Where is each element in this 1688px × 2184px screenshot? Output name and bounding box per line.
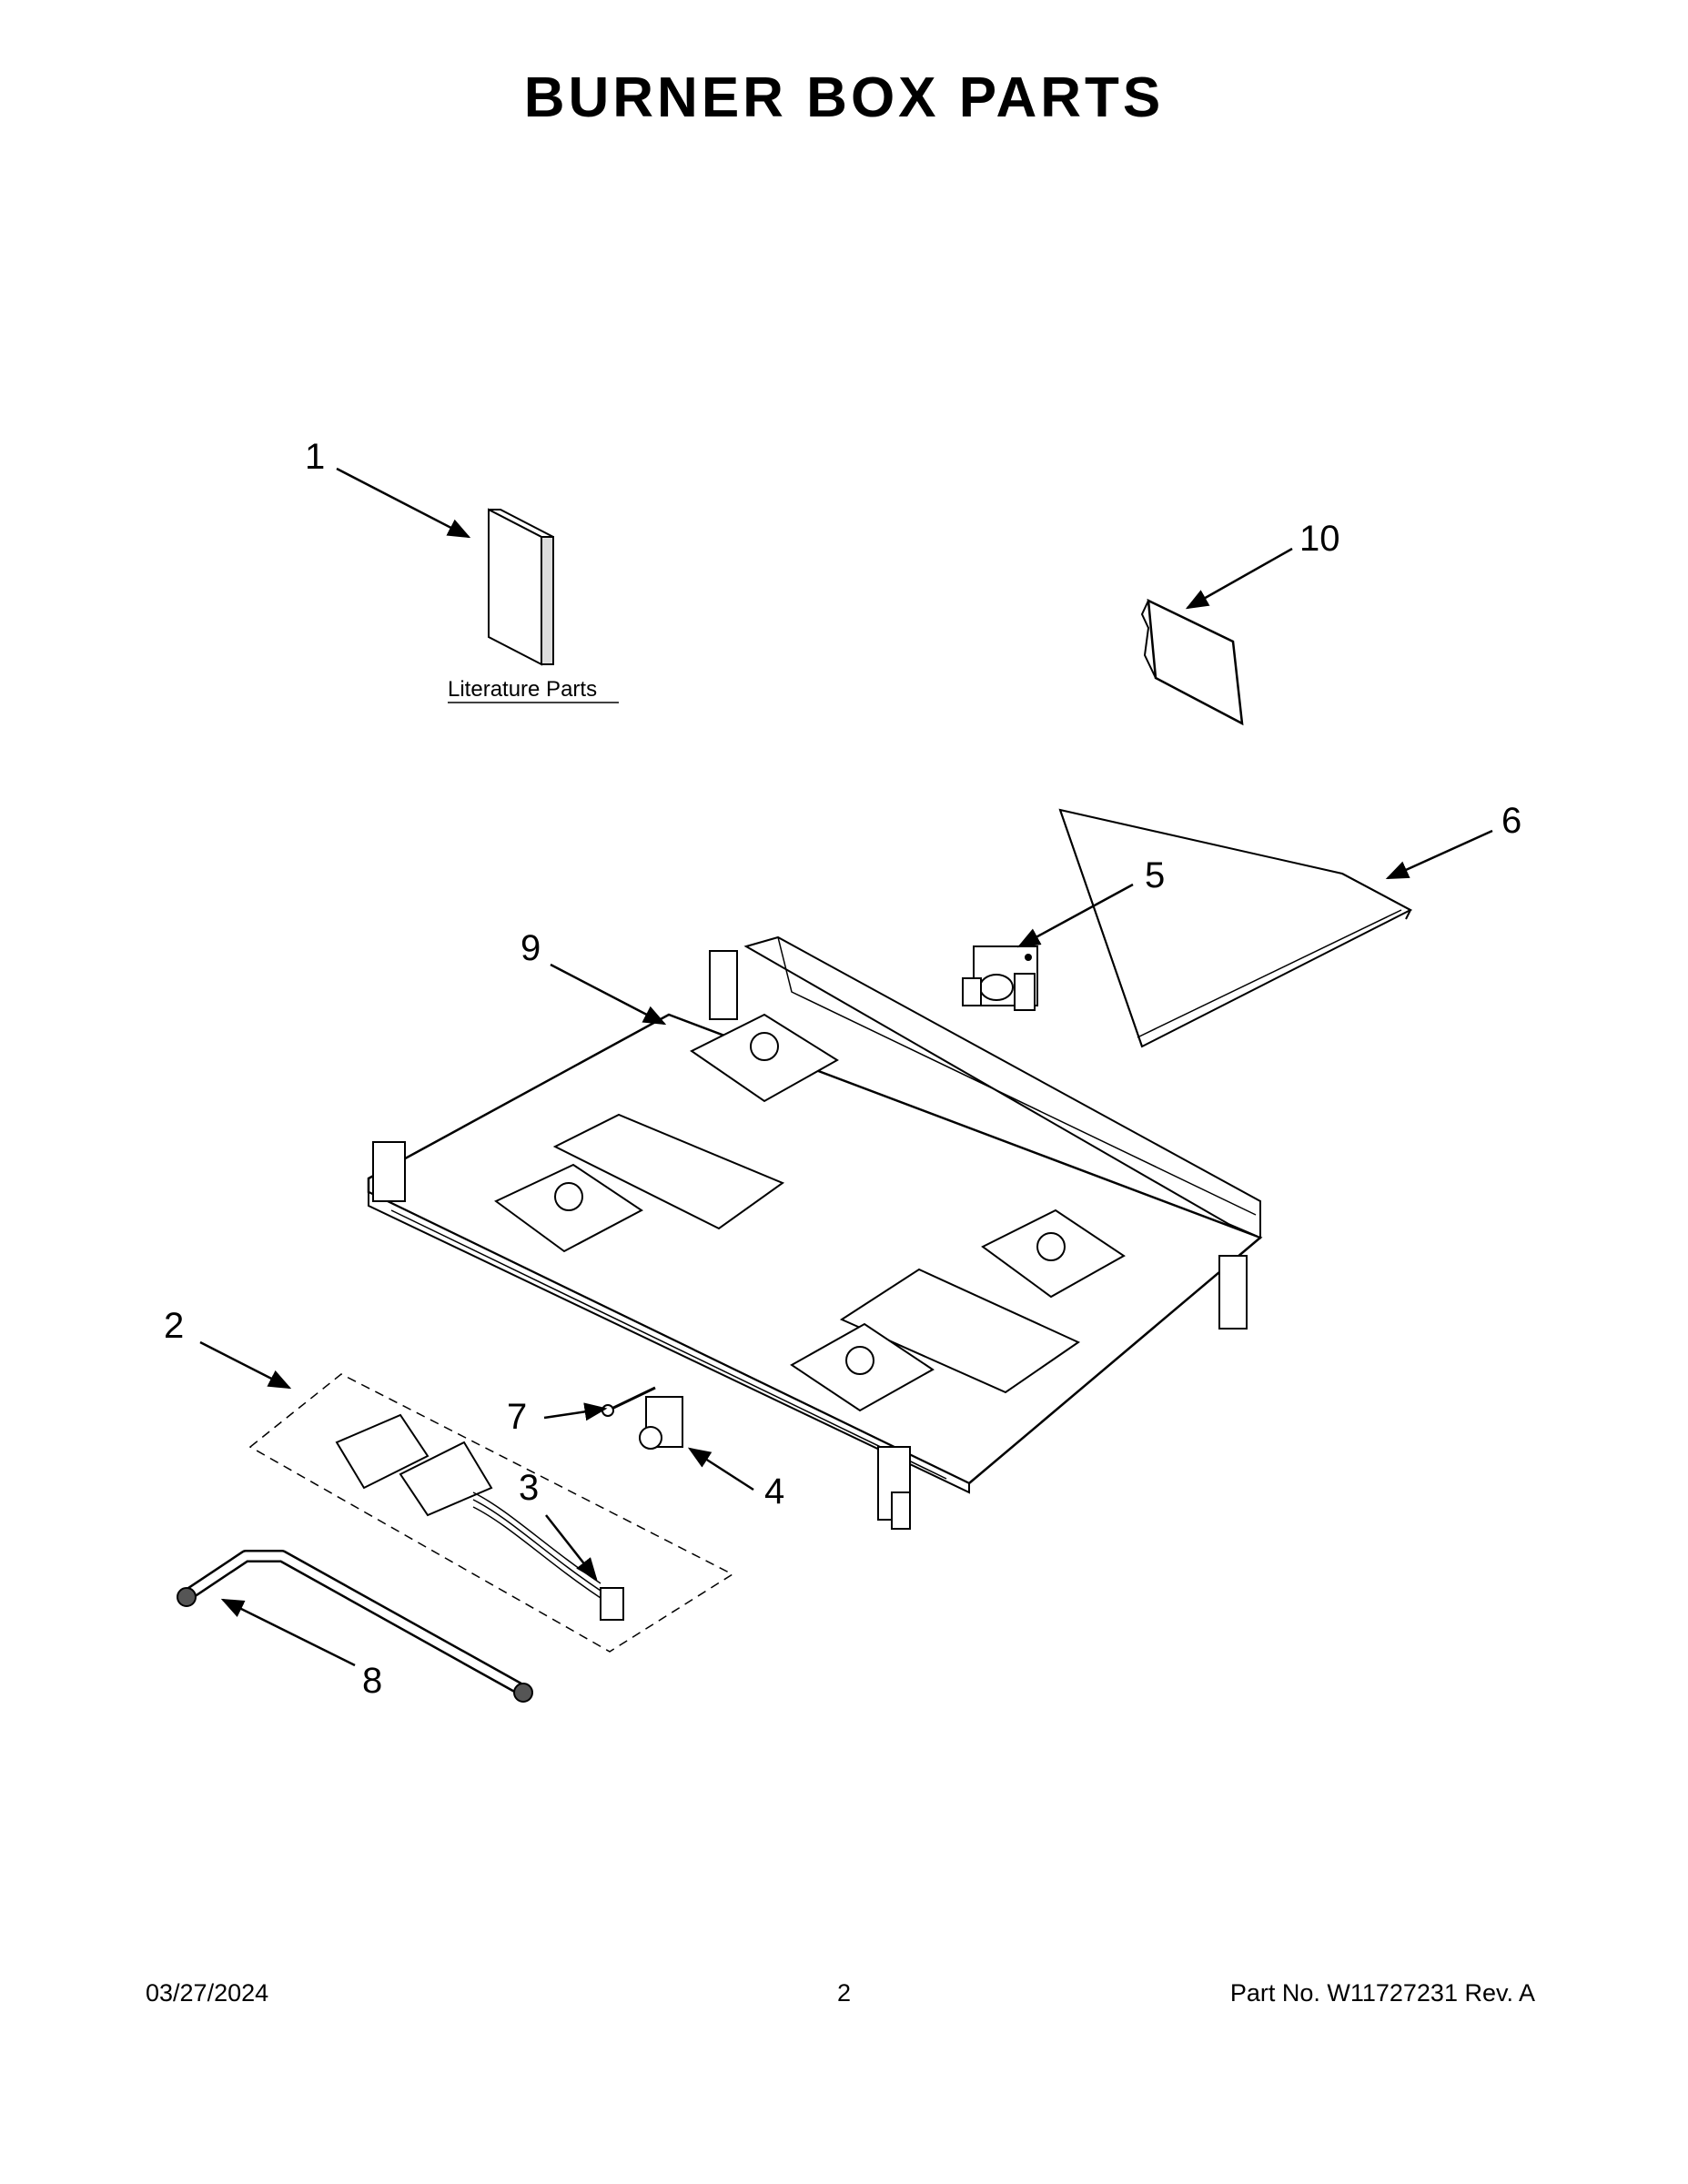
callout-5: 5 [1145,855,1165,895]
footer-part-number: Part No. W11727231 Rev. A [1229,1979,1535,2007]
inlet-fitting[interactable] [639,1396,683,1450]
callout-4: 4 [764,1471,784,1512]
burner-valve-mount [494,1013,1126,1412]
valve-assembly-group[interactable] [248,1373,734,1653]
wire-harness[interactable] [472,1491,624,1621]
gas-tube[interactable] [177,1550,533,1703]
regulator-valve[interactable] [962,945,1038,1011]
callout-10: 10 [1299,519,1340,559]
footer-page-number: 2 [836,1979,852,2007]
callout-7: 7 [507,1397,527,1437]
bracket-plate[interactable] [1140,598,1244,726]
literature-booklet[interactable] [488,508,554,666]
burner-box-tray[interactable] [367,935,1263,1530]
callout-8: 8 [362,1661,382,1701]
page-title: BURNER BOX PARTS [523,66,1165,129]
literature-parts-label: Literature Parts [448,677,597,702]
cover-panel[interactable] [1058,808,1413,1048]
footer-date: 03/27/2024 [146,1979,269,2007]
callout-3: 3 [519,1468,539,1508]
callout-1: 1 [305,437,325,477]
callout-2: 2 [164,1306,184,1346]
callout-6: 6 [1501,801,1521,841]
callout-9: 9 [521,928,541,968]
